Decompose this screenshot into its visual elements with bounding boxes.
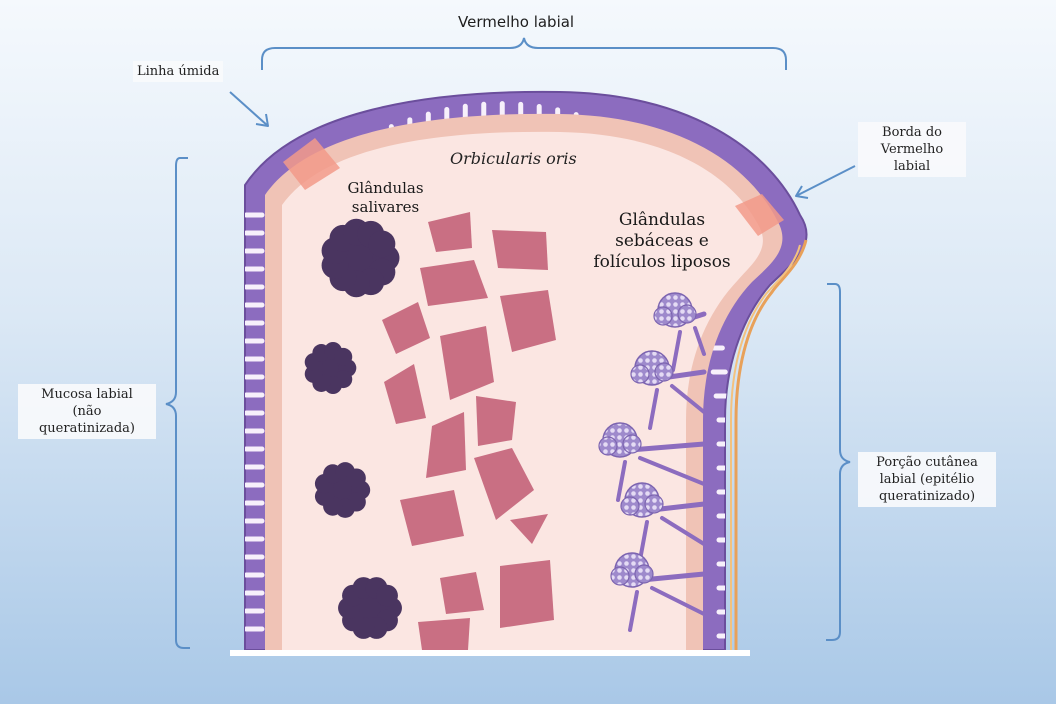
bracket-mucosa [166, 158, 190, 648]
label-line: queratinizado) [862, 488, 992, 505]
muscle-fiber [476, 396, 516, 446]
label-glandulas-sebaceas: Glândulas sebáceas e folículos liposos [578, 210, 746, 273]
label-linha-umida: Linha úmida [133, 61, 223, 82]
label-line: Porção cutânea [862, 454, 992, 471]
label-line: Glândulas [338, 179, 433, 198]
label-line: (não [22, 403, 152, 420]
label-line: queratinizada) [22, 420, 152, 437]
muscle-fiber [418, 618, 470, 650]
label-line: labial (epitélio [862, 471, 992, 488]
arrow-linha-umida [230, 92, 268, 126]
label-line: Borda do [862, 124, 962, 141]
label-glandulas-salivares: Glândulas salivares [338, 179, 433, 217]
label-porcao-cutanea: Porção cutânea labial (epitélio queratin… [858, 452, 996, 507]
label-line: folículos liposos [578, 252, 746, 273]
arrow-borda [796, 166, 855, 198]
label-line: salivares [338, 198, 433, 217]
label-vermelho-labial: Vermelho labial [458, 14, 574, 31]
label-line: labial [862, 158, 962, 175]
label-mucosa-labial: Mucosa labial (não queratinizada) [18, 384, 156, 439]
bracket-vermelho [262, 38, 786, 70]
muscle-fiber [500, 560, 554, 628]
salivary-gland [338, 577, 402, 639]
label-line: sebáceas e [578, 231, 746, 252]
base-bar [230, 650, 750, 656]
label-orbicularis-oris: Orbicularis oris [450, 150, 577, 167]
label-borda-vermelho: Borda do Vermelho labial [858, 122, 966, 177]
label-line: Vermelho [862, 141, 962, 158]
bracket-cutanea [826, 284, 850, 640]
muscle-fiber [492, 230, 548, 270]
label-line: Mucosa labial [22, 386, 152, 403]
label-line: Glândulas [578, 210, 746, 231]
